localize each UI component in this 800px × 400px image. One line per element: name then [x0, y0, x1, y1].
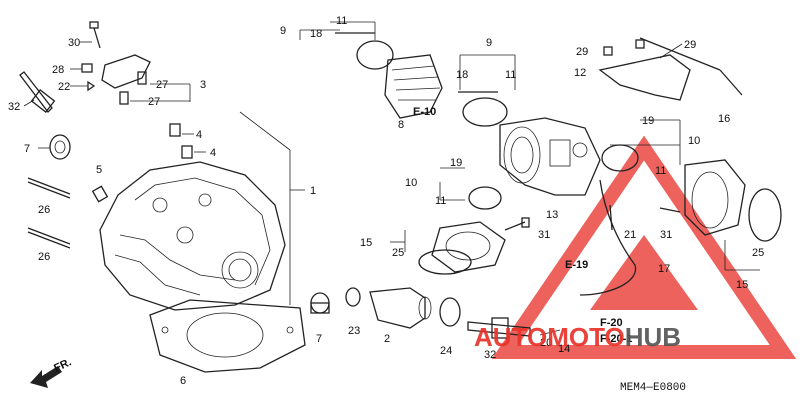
ref-code: F-20 — [600, 317, 623, 329]
callout: 13 — [546, 209, 558, 221]
callout: 7 — [24, 143, 30, 155]
callout: 17 — [658, 263, 670, 275]
callout: 32 — [484, 349, 496, 361]
callout: 5 — [96, 164, 102, 176]
front-direction-arrow — [30, 366, 62, 388]
leader-lines — [23, 21, 760, 336]
callout: 15 — [360, 237, 372, 249]
callout: 11 — [336, 15, 347, 27]
watermark-text: AUTOMOTOHUB — [474, 322, 681, 352]
callout: 23 — [348, 325, 360, 337]
callout: 18 — [310, 28, 322, 40]
callout: 8 — [398, 119, 404, 131]
callout: 11 — [655, 165, 666, 177]
head-gasket — [149, 299, 306, 373]
callout: 27 — [156, 79, 168, 91]
callout: 24 — [440, 345, 452, 357]
callout: 2 — [384, 333, 390, 345]
callout: 25 — [392, 247, 404, 259]
callout: 20 — [540, 337, 552, 349]
callout: 15 — [736, 279, 748, 291]
callout: 25 — [752, 247, 764, 259]
diagram-code: MEM4—E0800 — [620, 382, 686, 394]
callout: 31 — [660, 229, 672, 241]
callout: 9 — [486, 37, 492, 49]
watermark-brand: AUTOMOTOHUB — [474, 322, 681, 352]
callout: 29 — [576, 46, 588, 58]
callout: 11 — [435, 195, 446, 207]
intake-assembly — [335, 32, 601, 275]
callout: 19 — [450, 157, 462, 169]
callout: 27 — [148, 96, 160, 108]
callout: 28 — [52, 64, 64, 76]
callout: 16 — [718, 113, 730, 125]
callout: 31 — [538, 229, 550, 241]
cylinder-head — [19, 21, 286, 311]
callout: 10 — [405, 177, 417, 189]
ref-code: E-19 — [565, 259, 588, 271]
direction-label: FR. — [52, 356, 73, 374]
callout: 22 — [58, 81, 70, 93]
callout: 4 — [196, 129, 202, 141]
callout: 26 — [38, 204, 50, 216]
callout: 32 — [8, 101, 20, 113]
callout: 30 — [68, 37, 80, 49]
callout: 14 — [558, 343, 570, 355]
callout: 1 — [310, 185, 316, 197]
callout: 26 — [38, 251, 50, 263]
callout: 9 — [280, 25, 286, 37]
callout: 11 — [505, 69, 516, 81]
callout: 3 — [200, 79, 206, 91]
ref-code: F-20-1 — [600, 333, 632, 345]
callout: 7 — [316, 333, 322, 345]
callout: 12 — [574, 67, 586, 79]
callout: 29 — [684, 39, 696, 51]
callout: 10 — [688, 135, 700, 147]
right-side-assembly — [579, 37, 782, 296]
small-parts-lower — [310, 287, 531, 339]
callout: 18 — [456, 69, 468, 81]
callout-numbers: 30 28 22 32 3 27 27 7 4 4 5 26 26 1 6 7 … — [8, 15, 764, 387]
callout: 6 — [180, 375, 186, 387]
ref-code: E-10 — [413, 106, 436, 118]
callout: 4 — [210, 147, 216, 159]
callout: 21 — [624, 229, 636, 241]
callout: 19 — [642, 115, 654, 127]
watermark-logo — [491, 135, 797, 359]
